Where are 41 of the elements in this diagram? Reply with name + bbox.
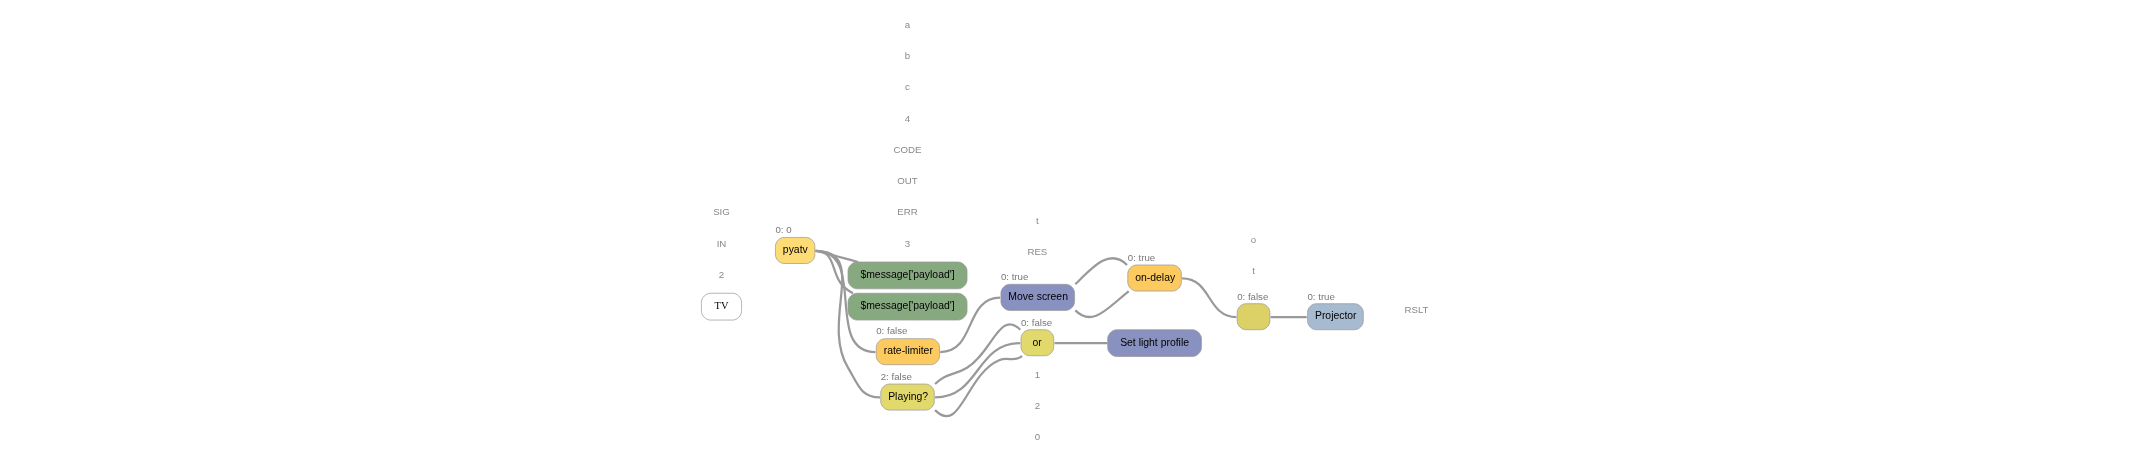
label: RES bbox=[1026, 245, 1047, 257]
connector bbox=[934, 341, 1020, 399]
node-box: TV bbox=[700, 292, 742, 320]
node-label: 0: false bbox=[875, 324, 907, 336]
connector bbox=[1054, 341, 1108, 344]
label: OUT bbox=[896, 174, 918, 186]
label: 4 bbox=[904, 112, 910, 124]
connector bbox=[1181, 276, 1237, 318]
node-label: 2: false bbox=[880, 370, 912, 382]
label: t bbox=[1035, 214, 1039, 226]
label: ERR bbox=[896, 205, 918, 217]
label: 0 bbox=[1034, 430, 1040, 442]
node-label: 0: false bbox=[1236, 290, 1268, 302]
connector bbox=[933, 322, 1021, 385]
label: c bbox=[904, 80, 910, 92]
label: 2 bbox=[1034, 399, 1040, 411]
node-label: 0: false bbox=[1020, 316, 1052, 328]
connector bbox=[815, 249, 880, 399]
label: 1 bbox=[1034, 368, 1040, 380]
node-box: $message['payload'] bbox=[847, 292, 967, 320]
label: IN bbox=[716, 237, 726, 249]
label: CODE bbox=[893, 143, 921, 155]
node-label: 0: true bbox=[1000, 270, 1028, 282]
node-label: 0: 0 bbox=[774, 223, 792, 235]
label: t bbox=[1251, 264, 1255, 276]
connector bbox=[939, 296, 1000, 353]
label: b bbox=[904, 49, 910, 61]
node-box: Set light profile bbox=[1106, 328, 1202, 357]
label: 2 bbox=[718, 268, 724, 280]
node-label: 0: true bbox=[1127, 251, 1155, 263]
label: o bbox=[1250, 233, 1256, 245]
label: SIG bbox=[712, 205, 730, 217]
connector bbox=[933, 354, 1022, 417]
label: RSLT bbox=[1404, 303, 1428, 315]
connector bbox=[1074, 256, 1128, 285]
connector bbox=[1074, 289, 1129, 318]
node-label: 0: true bbox=[1307, 290, 1335, 302]
node-box: $message['payload'] bbox=[847, 261, 967, 289]
label: 3 bbox=[904, 237, 910, 249]
label: a bbox=[904, 18, 910, 30]
connector bbox=[1270, 315, 1307, 318]
